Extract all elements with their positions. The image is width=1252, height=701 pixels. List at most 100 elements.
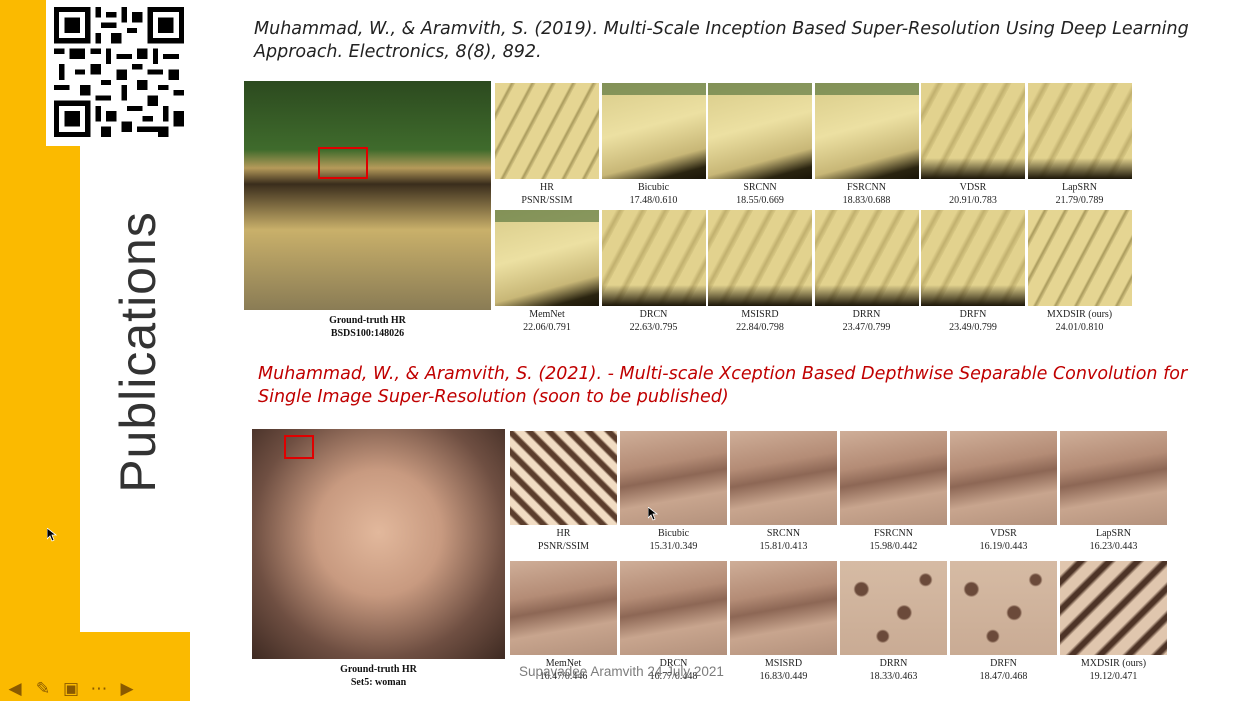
- method-name: FSRCNN: [874, 528, 913, 539]
- sr-result-tile: [814, 83, 919, 179]
- citation-2021: Muhammad, W., & Aramvith, S. (2021). - M…: [258, 363, 1218, 409]
- citation1-author-bold: Aramvith, S.: [420, 19, 529, 39]
- method-name: VDSR: [990, 528, 1017, 539]
- method-name: DRRN: [879, 658, 908, 669]
- mouse-pointer-icon: [648, 507, 658, 521]
- sr-result-tile: [814, 210, 919, 306]
- sr-result-tile: [921, 210, 1025, 306]
- citation1-authors: Muhammad, W., &: [254, 19, 421, 39]
- zoom-region-box: [318, 147, 368, 179]
- sr-result-tile: [495, 210, 599, 306]
- method-name: HR: [540, 182, 554, 193]
- tile-caption: Bicubic 15.31/0.349: [620, 527, 727, 553]
- sr-result-tile: [840, 431, 947, 525]
- psnr-ssim-score: 15.98/0.442: [869, 541, 918, 552]
- method-name: Bicubic: [637, 182, 670, 193]
- psnr-ssim-score: 20.91/0.783: [949, 195, 997, 206]
- ground-truth-label: Ground-truth HR: [340, 664, 417, 675]
- tile-caption: HR PSNR/SSIM: [510, 527, 617, 553]
- psnr-ssim-score: 16.19/0.443: [979, 541, 1028, 552]
- more-icon[interactable]: ⋯: [90, 679, 108, 699]
- sr-result-tile: [708, 83, 812, 179]
- tile-caption: DRFN 18.47/0.468: [950, 657, 1057, 683]
- tile-caption: SRCNN 15.81/0.413: [730, 527, 837, 553]
- psnr-ssim-score: PSNR/SSIM: [537, 541, 590, 552]
- citation1-rest: Using Deep Learning Approach. Electronic…: [254, 19, 1189, 62]
- ground-truth-image: [244, 81, 491, 310]
- sr-result-tile: [730, 431, 837, 525]
- sr-result-tile: [1027, 83, 1132, 179]
- sr-result-tile: [840, 561, 947, 655]
- citation1-title-bold: Super-Resolution: [851, 19, 1001, 39]
- method-name: HR: [556, 528, 571, 539]
- psnr-ssim-score: PSNR/SSIM: [521, 195, 573, 206]
- method-name: DRFN: [959, 309, 987, 320]
- pen-icon[interactable]: ✎: [35, 679, 51, 699]
- psnr-ssim-score: 22.06/0.791: [523, 322, 571, 333]
- sr-result-tile: [1027, 210, 1132, 306]
- method-name: MemNet: [545, 658, 582, 669]
- tile-caption: Bicubic 17.48/0.610: [602, 181, 706, 207]
- psnr-ssim-score: 16.47/0.446: [539, 671, 588, 682]
- method-name: FSRCNN: [847, 182, 886, 193]
- psnr-ssim-score: 21.79/0.789: [1055, 195, 1104, 206]
- tile-caption: VDSR 16.19/0.443: [950, 527, 1057, 553]
- citation2-author-bold: Aramvith, S.: [424, 364, 533, 384]
- sr-result-tile: [950, 431, 1057, 525]
- arrow-right-icon[interactable]: ▶: [120, 679, 134, 699]
- method-name: MSISRD: [764, 658, 803, 669]
- psnr-ssim-score: 15.81/0.413: [759, 541, 808, 552]
- ground-truth-image: [252, 429, 505, 659]
- citation2-rest: (2021). - Multi-scale Xception Based Dep…: [258, 364, 1188, 407]
- psnr-ssim-score: 16.83/0.449: [759, 671, 808, 682]
- tile-caption: MemNet 22.06/0.791: [495, 308, 599, 334]
- method-name: MXDSIR (ours): [1080, 658, 1147, 669]
- psnr-ssim-score: 18.47/0.468: [979, 671, 1028, 682]
- sr-result-tile: [708, 210, 812, 306]
- method-name: MemNet: [529, 309, 565, 320]
- sr-result-tile: [510, 561, 617, 655]
- tile-caption: DRRN 18.33/0.463: [840, 657, 947, 683]
- slideshow-toolbar: ◀ ✎ ▣ ⋯ ▶: [4, 678, 138, 700]
- subtitles-icon[interactable]: ▣: [62, 679, 80, 699]
- qr-code: [46, 0, 190, 146]
- psnr-ssim-score: 22.84/0.798: [736, 322, 784, 333]
- mouse-pointer-icon: [47, 528, 57, 542]
- sr-result-tile: [620, 561, 727, 655]
- arrow-left-icon[interactable]: ◀: [8, 679, 22, 699]
- citation2-authors: Muhammad, W., &: [258, 364, 425, 384]
- tile-caption: FSRCNN 18.83/0.688: [815, 181, 919, 207]
- sr-result-tile: [495, 83, 599, 179]
- method-name: SRCNN: [766, 528, 801, 539]
- method-name: Bicubic: [657, 528, 690, 539]
- method-name: VDSR: [959, 182, 987, 193]
- accent-bar-bottom: [0, 632, 190, 701]
- sr-result-tile: [620, 431, 727, 525]
- method-name: MXDSIR (ours): [1046, 309, 1113, 320]
- psnr-ssim-score: 17.48/0.610: [629, 195, 678, 206]
- psnr-ssim-score: 18.83/0.688: [842, 195, 891, 206]
- sr-result-tile: [510, 431, 617, 525]
- tile-caption: MXDSIR (ours)19.12/0.471: [1060, 657, 1167, 683]
- method-name: DRCN: [659, 658, 688, 669]
- psnr-ssim-score: 18.33/0.463: [869, 671, 918, 682]
- figure-bsds100: Ground-truth HR BSDS100:148026 HR PSNR/SS…: [244, 81, 1134, 343]
- psnr-ssim-score: 22.63/0.795: [629, 322, 678, 333]
- method-name: DRFN: [990, 658, 1017, 669]
- psnr-ssim-score: 15.31/0.349: [649, 541, 698, 552]
- citation-2019: Muhammad, W., & Aramvith, S. (2019). Mul…: [254, 18, 1204, 64]
- tile-caption: MXDSIR (ours)24.01/0.810: [1028, 308, 1132, 334]
- citation1-year: (2019). Multi-Scale Inception Based: [528, 19, 852, 39]
- ground-truth-caption: Ground-truth HR BSDS100:148026: [244, 314, 491, 340]
- tile-caption: MSISRD 16.83/0.449: [730, 657, 837, 683]
- tile-caption: HR PSNR/SSIM: [495, 181, 599, 207]
- method-name: LapSRN: [1096, 528, 1131, 539]
- psnr-ssim-score: 16.77/0.448: [649, 671, 698, 682]
- method-name: SRCNN: [743, 182, 777, 193]
